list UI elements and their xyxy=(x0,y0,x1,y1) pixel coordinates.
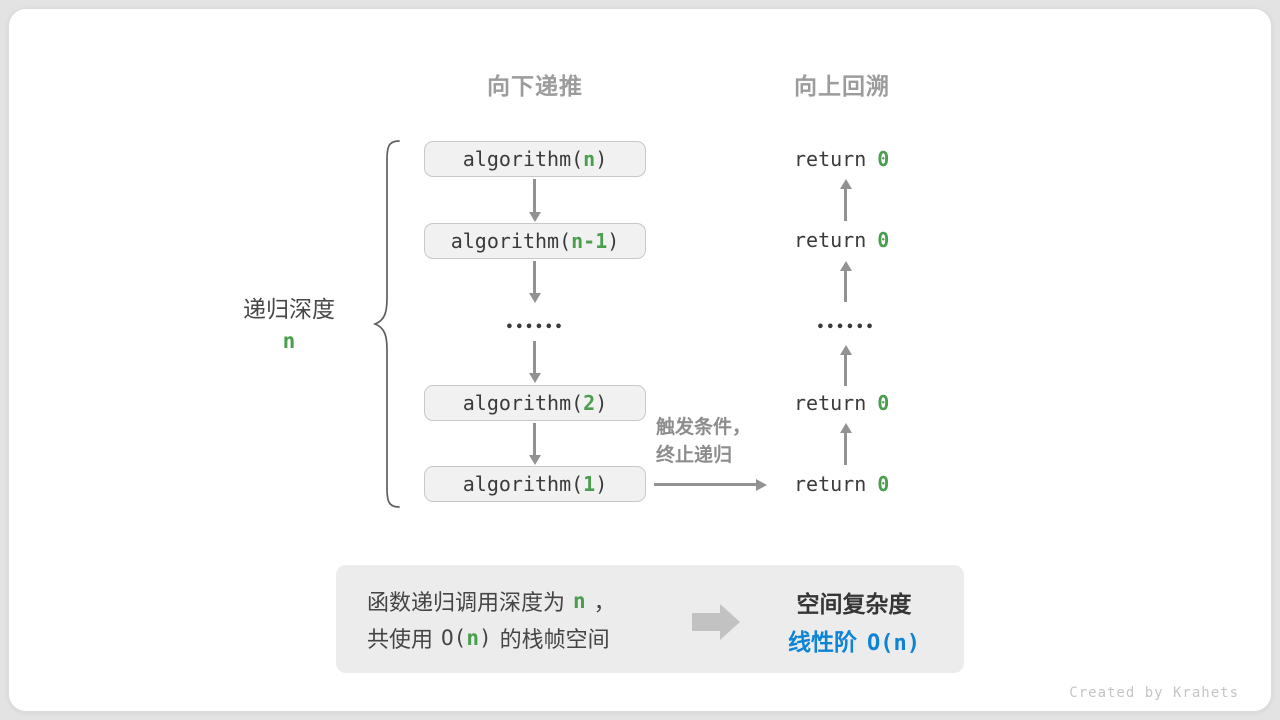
up-arrow-icon xyxy=(844,355,847,386)
brace-icon xyxy=(373,140,400,508)
stack-box-n-1: algorithm(n-1) xyxy=(424,223,646,259)
down-arrow-icon xyxy=(533,179,536,212)
down-arrow-icon xyxy=(533,261,536,293)
ellipsis-right: •••••• xyxy=(816,320,876,335)
trigger-note: 触发条件， 终止递归 xyxy=(656,414,751,470)
up-arrow-icon xyxy=(844,433,847,465)
block-arrow-icon xyxy=(692,604,740,640)
stack-box-2: algorithm(2) xyxy=(424,385,646,421)
depth-value: n xyxy=(282,329,296,353)
header-backtrack-up: 向上回溯 xyxy=(794,73,890,99)
down-arrow-icon xyxy=(533,423,536,455)
result-title: 空间复杂度 xyxy=(796,591,912,617)
stack-box-n: algorithm(n) xyxy=(424,141,646,177)
stack-box-1: algorithm(1) xyxy=(424,466,646,502)
header-recurse-down: 向下递推 xyxy=(487,73,583,99)
right-arrow-icon xyxy=(654,483,756,486)
trigger-note-line2: 终止递归 xyxy=(656,445,733,466)
up-arrow-icon xyxy=(844,271,847,302)
down-arrow-icon xyxy=(533,341,536,373)
depth-label: 递归深度 xyxy=(243,296,335,322)
up-arrow-icon xyxy=(844,189,847,221)
credit-text: Created by Krahets xyxy=(1069,685,1239,701)
trigger-note-line1: 触发条件， xyxy=(656,417,752,438)
diagram-card: 向下递推 向上回溯 递归深度 n algorithm(n) algorithm(… xyxy=(8,8,1272,712)
ellipsis-left: •••••• xyxy=(505,320,565,335)
